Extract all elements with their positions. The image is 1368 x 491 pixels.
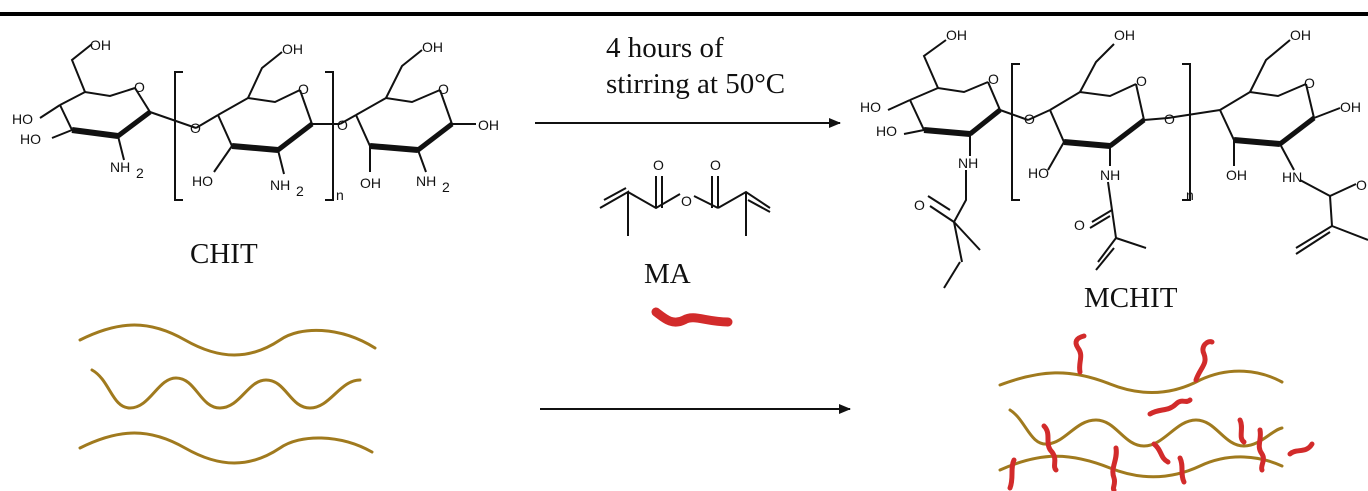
atom-o: O: [681, 193, 692, 209]
atom-oh: OH: [282, 41, 303, 57]
atom-o: O: [1024, 111, 1035, 127]
atom-nh2: NH: [270, 177, 290, 193]
atom-nh2: NH: [416, 173, 436, 189]
ma-structure: [599, 176, 771, 236]
graft: [1256, 427, 1266, 473]
graft: [1073, 333, 1087, 375]
atom-oh: OH: [1340, 99, 1361, 115]
atom-oh: OH: [946, 27, 967, 43]
atom-oh: OH: [360, 175, 381, 191]
graft: [1237, 417, 1247, 445]
atom-nh2: NH: [110, 159, 130, 175]
atom-nh: NH: [958, 155, 978, 171]
atom-ho: HO: [192, 173, 213, 189]
mchit-chain-3: [998, 454, 1284, 479]
atom-hn: HN: [1282, 169, 1302, 185]
atom-oh: OH: [90, 37, 111, 53]
condition-line-1: 4 hours of: [606, 32, 724, 64]
atom-o: O: [337, 117, 348, 133]
graft: [1041, 423, 1059, 473]
graft: [1177, 455, 1187, 485]
mchit-structure: [887, 39, 1368, 289]
graft: [1147, 397, 1193, 417]
chit-label: CHIT: [190, 238, 258, 270]
mchit-label: MCHIT: [1084, 282, 1178, 314]
atom-o: O: [710, 157, 721, 173]
atom-o: O: [1136, 73, 1147, 89]
atom-subscript: 2: [136, 165, 144, 181]
atom-oh: OH: [1114, 27, 1135, 43]
atom-ho: HO: [860, 99, 881, 115]
graft: [1193, 339, 1215, 383]
atom-o: O: [1164, 111, 1175, 127]
atom-o: O: [1074, 217, 1085, 233]
repeat-n: n: [336, 187, 344, 203]
atom-o: O: [914, 197, 925, 213]
atom-o: O: [1356, 177, 1367, 193]
chit-chain-3: [78, 431, 374, 465]
atom-o: O: [438, 81, 449, 97]
repeat-n: n: [1186, 187, 1194, 203]
ma-squiggle: [651, 307, 733, 327]
chit-structure: [39, 43, 476, 201]
atom-oh: OH: [1226, 167, 1247, 183]
atom-ho: HO: [876, 123, 897, 139]
atom-oh: OH: [1290, 27, 1311, 43]
atom-subscript: 2: [296, 183, 304, 199]
atom-o: O: [988, 71, 999, 87]
chit-chain-2: [90, 368, 362, 410]
ma-label: MA: [644, 258, 691, 290]
atom-nh: NH: [1100, 167, 1120, 183]
graft: [1007, 457, 1017, 491]
mchit-grafts: [1007, 333, 1315, 491]
chit-chain-1: [78, 323, 377, 357]
atom-o: O: [298, 81, 309, 97]
atom-ho: HO: [12, 111, 33, 127]
mchit-chain-1: [998, 369, 1284, 394]
graft: [1151, 441, 1171, 465]
atom-oh: OH: [422, 39, 443, 55]
atom-o: O: [1304, 75, 1315, 91]
atom-o: O: [190, 120, 201, 136]
atom-subscript: 2: [442, 179, 450, 195]
atom-o: O: [653, 157, 664, 173]
top-rule: [0, 12, 1368, 16]
atom-o: O: [134, 79, 145, 95]
chit-chains: [78, 323, 377, 465]
atom-ho: HO: [1028, 165, 1049, 181]
condition-line-2: stirring at 50°C: [606, 68, 786, 100]
graft: [1287, 441, 1315, 457]
atom-ho: HO: [20, 131, 41, 147]
atom-oh: OH: [478, 117, 499, 133]
graft: [1110, 445, 1119, 491]
